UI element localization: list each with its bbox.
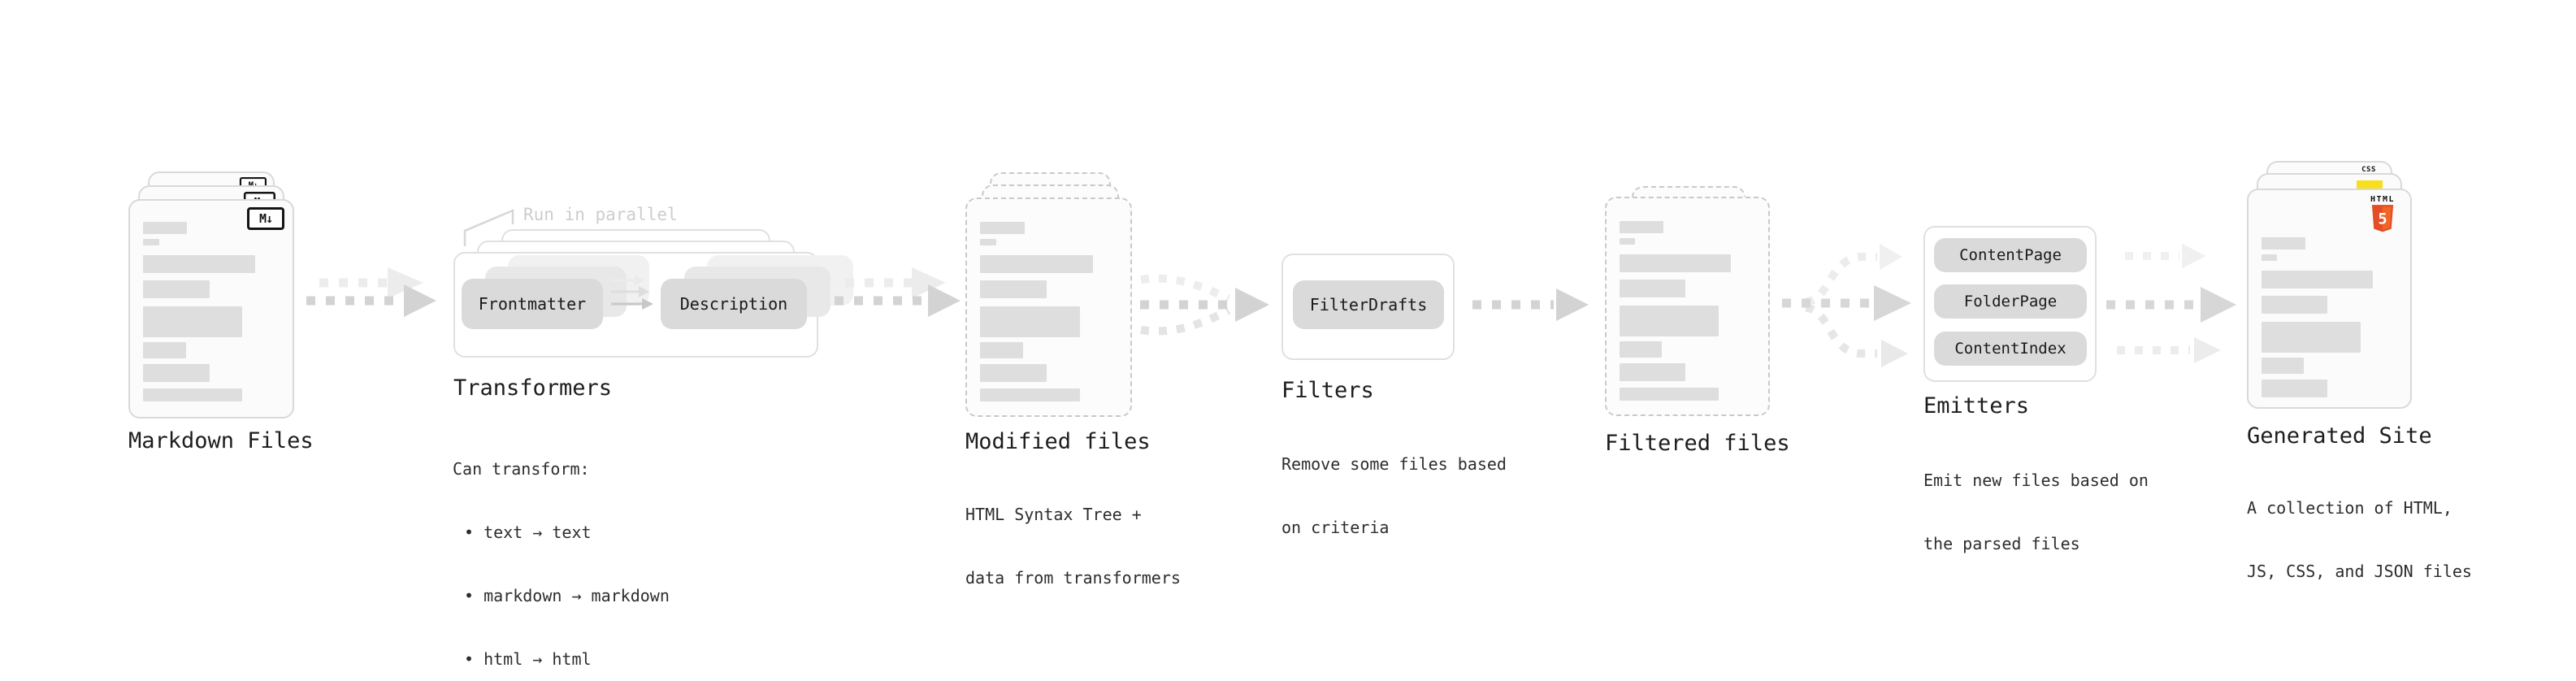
html5-badge-number: 5 (2378, 211, 2387, 228)
emitters-description: Emit new files based on the parsed files (1923, 427, 2149, 596)
html5-shield-icon: 5 (2371, 205, 2394, 232)
node-contentindex: ContentIndex (1934, 332, 2087, 366)
stage-label-filters: Filters (1281, 378, 1374, 403)
css-badge-word: CSS (2361, 166, 2376, 174)
filtered-file-card (1605, 197, 1770, 416)
arrow-emitters-to-generated (2106, 244, 2236, 363)
document-content-placeholder (2262, 237, 2399, 397)
document-content-placeholder (980, 222, 1119, 401)
filters-desc-line: on criteria (1281, 518, 1390, 537)
node-contentpage: ContentPage (1934, 238, 2087, 272)
modified-file-card (965, 197, 1132, 417)
arrow-modified-to-filters (1140, 274, 1269, 336)
transformers-bullet: • markdown → markdown (464, 586, 670, 605)
generated-desc-line: A collection of HTML, (2247, 498, 2452, 518)
transformers-desc-title: Can transform: (453, 459, 590, 479)
emitters-desc-line: Emit new files based on (1923, 471, 2149, 490)
transformers-description: Can transform: • text → text • markdown … (453, 416, 670, 681)
stage-label-markdown-files: Markdown Files (128, 428, 314, 453)
modified-desc-line: data from transformers (965, 568, 1181, 588)
run-in-parallel-note: Run in parallel (523, 205, 678, 224)
document-content-placeholder (143, 222, 281, 401)
generated-site-description: A collection of HTML, JS, CSS, and JSON … (2247, 455, 2472, 624)
node-filterdrafts: FilterDrafts (1293, 280, 1444, 329)
stage-label-transformers: Transformers (453, 375, 613, 401)
arrow-filters-to-filtered (1472, 288, 1589, 321)
filters-description: Remove some files based on criteria (1281, 411, 1507, 580)
markdown-file-card: M↓ (128, 199, 294, 419)
node-folderpage: FolderPage (1934, 284, 2087, 319)
markdown-icon: M↓ (247, 207, 284, 230)
generated-file-card-html: HTML 5 (2247, 189, 2412, 409)
stage-label-emitters: Emitters (1923, 393, 2030, 419)
node-frontmatter: Frontmatter (462, 279, 603, 329)
emitters-desc-line: the parsed files (1923, 534, 2080, 553)
filters-desc-line: Remove some files based (1281, 454, 1507, 474)
transformers-bullet: • text → text (464, 523, 592, 542)
html5-badge-word: HTML (2370, 195, 2396, 204)
arrow-filtered-to-emitters (1782, 244, 1911, 367)
modified-files-description: HTML Syntax Tree + data from transformer… (965, 462, 1181, 631)
document-content-placeholder (1620, 221, 1757, 401)
transformers-bullet: • html → html (464, 649, 592, 669)
modified-desc-line: HTML Syntax Tree + (965, 505, 1142, 524)
html5-icon: HTML 5 (2365, 195, 2400, 232)
node-description: Description (661, 279, 807, 329)
arrow-markdown-to-transformers (306, 267, 436, 317)
stage-label-filtered-files: Filtered files (1605, 431, 1790, 456)
stage-label-modified-files: Modified files (965, 429, 1151, 454)
stage-label-generated-site: Generated Site (2247, 423, 2432, 449)
arrow-transformers-to-modified (835, 267, 961, 317)
generated-desc-line: JS, CSS, and JSON files (2247, 562, 2472, 581)
